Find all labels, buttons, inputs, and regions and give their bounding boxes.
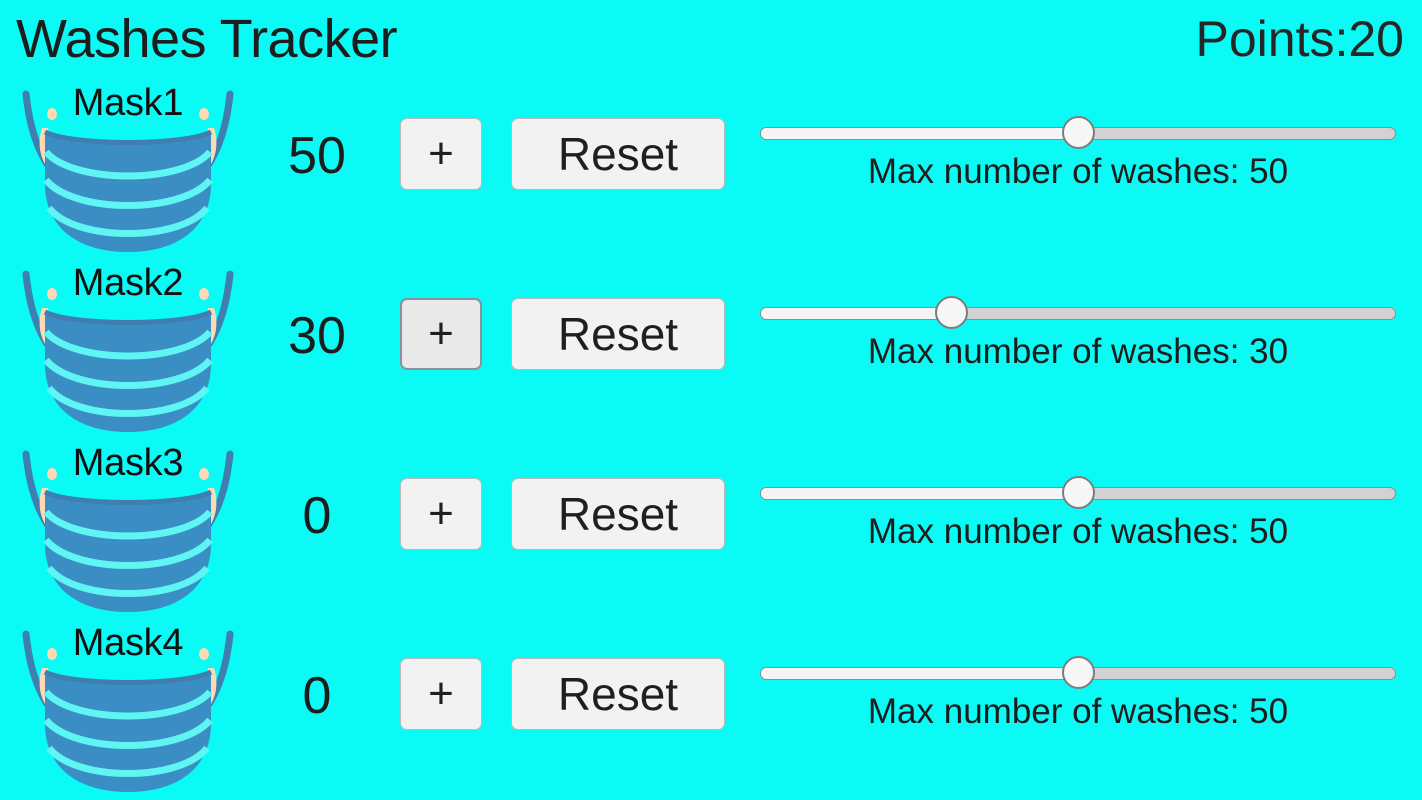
increment-button-2[interactable]: + [400, 298, 482, 370]
max-washes-slider-group: Max number of washes: 50 [760, 476, 1396, 592]
slider-thumb[interactable] [934, 296, 968, 329]
max-washes-slider-group: Max number of washes: 50 [760, 656, 1396, 772]
slider-track[interactable] [760, 307, 1396, 320]
max-washes-caption: Max number of washes: 50 [867, 692, 1289, 731]
reset-button-4[interactable]: Reset [511, 658, 725, 730]
mask-row: Mask2 30 + Reset Max number of washes: 3… [0, 258, 1422, 438]
face-mask-icon [22, 450, 234, 612]
mask-rows-container: Mask1 50 + Reset Max number of washes: 5… [0, 78, 1422, 798]
wash-count-value: 0 [302, 487, 332, 545]
face-mask-icon [22, 270, 234, 432]
slider-thumb[interactable] [1062, 476, 1095, 509]
slider-thumb[interactable] [1062, 656, 1095, 689]
slider-thumb[interactable] [1062, 116, 1095, 149]
reset-button-1[interactable]: Reset [511, 118, 725, 190]
increment-button-4[interactable]: + [400, 658, 482, 730]
max-washes-caption: Max number of washes: 50 [867, 152, 1289, 191]
max-washes-slider-group: Max number of washes: 50 [760, 116, 1396, 232]
increment-button-1[interactable]: + [400, 118, 482, 190]
mask-row: Mask3 0 + Reset Max number of washes: 50 [0, 438, 1422, 618]
max-washes-slider-4[interactable] [760, 656, 1396, 690]
max-washes-slider-group: Max number of washes: 30 [760, 296, 1396, 412]
max-washes-slider-2[interactable] [760, 296, 1396, 330]
page-title: Washes Tracker [16, 9, 398, 69]
reset-button-3[interactable]: Reset [511, 478, 725, 550]
mask-row: Mask1 50 + Reset Max number of washes: 5… [0, 78, 1422, 258]
wash-count-value: 30 [288, 307, 346, 365]
max-washes-caption: Max number of washes: 50 [867, 512, 1289, 551]
mask-figure: Mask2 [12, 258, 244, 436]
face-mask-icon [22, 630, 234, 792]
wash-count-value: 0 [302, 667, 332, 725]
mask-figure: Mask4 [12, 618, 244, 796]
face-mask-icon [22, 90, 234, 252]
increment-button-3[interactable]: + [400, 478, 482, 550]
mask-figure: Mask3 [12, 438, 244, 616]
slider-fill [761, 128, 1078, 139]
mask-figure: Mask1 [12, 78, 244, 256]
slider-fill [761, 668, 1078, 679]
points-display: Points:20 [1195, 11, 1404, 67]
reset-button-2[interactable]: Reset [511, 298, 725, 370]
max-washes-slider-3[interactable] [760, 476, 1396, 510]
max-washes-caption: Max number of washes: 30 [867, 332, 1289, 371]
max-washes-slider-1[interactable] [760, 116, 1396, 150]
mask-row: Mask4 0 + Reset Max number of washes: 50 [0, 618, 1422, 798]
slider-fill [761, 308, 952, 319]
slider-fill [761, 488, 1078, 499]
app-header: Washes Tracker Points:20 [0, 0, 1422, 78]
wash-count-value: 50 [288, 127, 346, 185]
